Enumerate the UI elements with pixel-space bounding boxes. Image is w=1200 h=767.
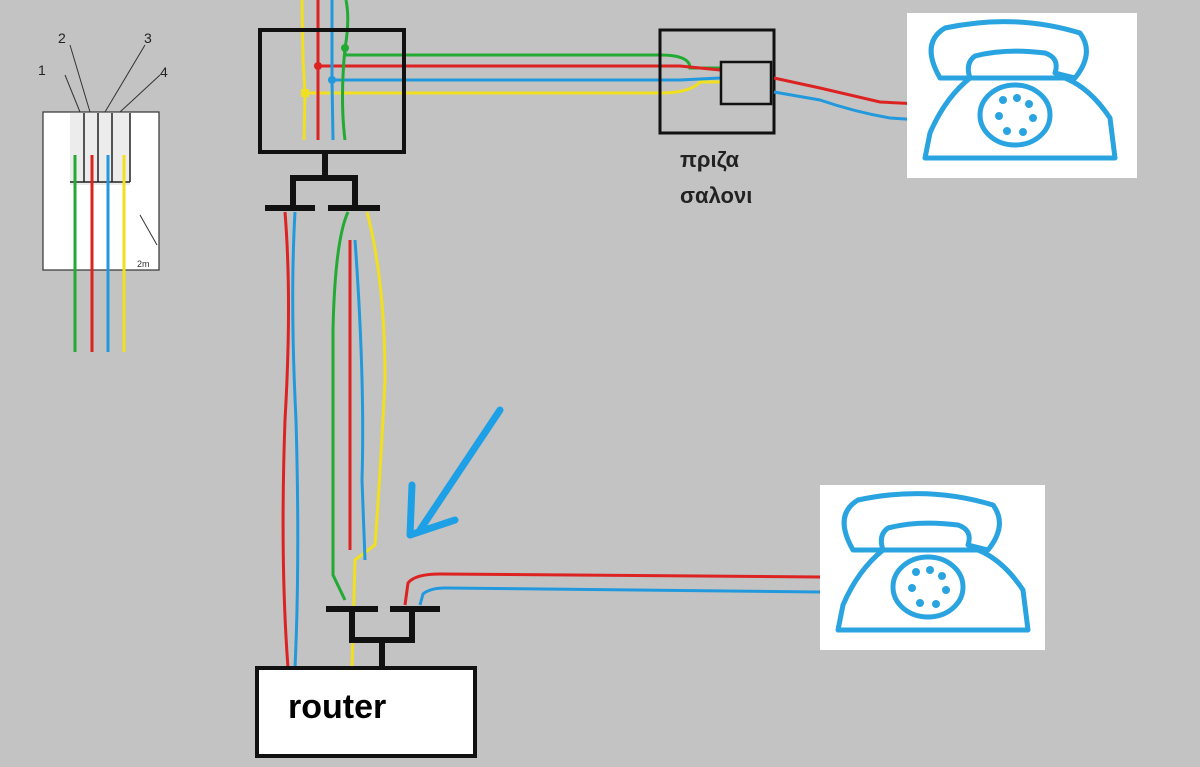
pin-label-2: 2 — [58, 30, 66, 46]
wall-socket — [658, 28, 776, 135]
wires-box-vertical — [300, 0, 350, 141]
wires-to-phone-1 — [773, 76, 921, 122]
wires-trunk-down — [281, 211, 387, 669]
telephone-icon — [907, 13, 1137, 178]
pin-label-4: 4 — [160, 64, 168, 80]
lower-splitter — [326, 606, 440, 668]
router-label: router — [288, 688, 387, 726]
pin-label-1: 1 — [38, 62, 46, 78]
svg-text:2m: 2m — [137, 259, 150, 269]
pin-label-3: 3 — [144, 30, 152, 46]
socket-label-line2: σαλονι — [680, 183, 753, 208]
rj11-connector: 2m — [42, 44, 161, 352]
router-box — [255, 666, 477, 758]
telephone-icon — [820, 485, 1045, 650]
wires-box-to-socket — [305, 48, 721, 95]
wires-to-phone-2 — [403, 572, 833, 606]
upper-splitter — [265, 152, 380, 211]
arrow-icon — [406, 406, 504, 539]
socket-label-line1: πριζα — [680, 147, 739, 172]
junction-box — [258, 28, 406, 154]
